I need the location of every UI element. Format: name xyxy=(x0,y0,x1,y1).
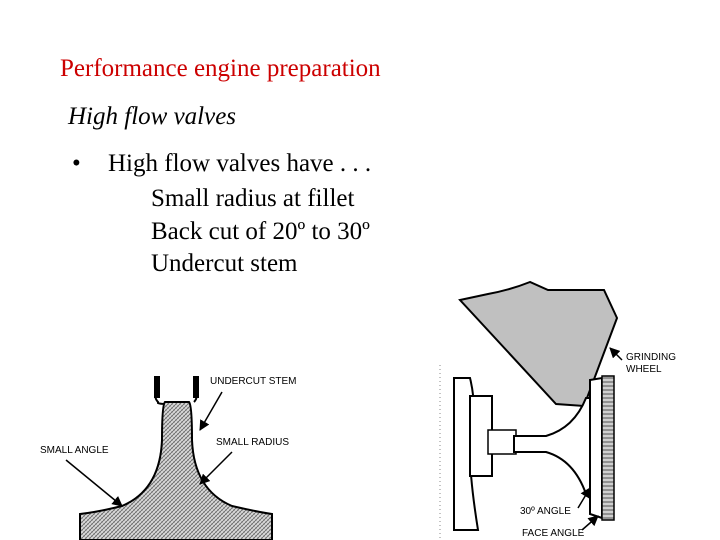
valve-stem-head xyxy=(513,397,601,495)
label-grinding: GRINDING xyxy=(626,352,676,363)
label-wheel: WHEEL xyxy=(626,364,662,375)
sub-item-back-cut: Back cut of 20º to 30º xyxy=(151,218,370,245)
bullet-marker: • xyxy=(72,150,81,177)
grinding-wheel xyxy=(458,280,619,408)
arrow-small-radius xyxy=(199,451,233,485)
arrow-face-angle xyxy=(581,515,599,531)
valve-face xyxy=(601,375,615,521)
arrow-30-angle xyxy=(577,487,591,509)
slide-title: Performance engine preparation xyxy=(60,55,381,82)
label-undercut-stem: UNDERCUT STEM xyxy=(210,376,296,387)
label-small-radius: SMALL RADIUS xyxy=(216,437,289,448)
label-small-angle: SMALL ANGLE xyxy=(40,445,109,456)
arrow-undercut-stem xyxy=(199,391,223,431)
bullet-text: High flow valves have . . . xyxy=(108,150,372,177)
sub-item-undercut: Undercut stem xyxy=(151,250,298,277)
sub-item-fillet: Small radius at fillet xyxy=(151,185,355,212)
label-face-angle: FACE ANGLE xyxy=(522,528,585,539)
left-valve-diagram: UNDERCUT STEM SMALL RADIUS SMALL ANGLE xyxy=(40,376,296,540)
valve-stem xyxy=(154,378,198,405)
slide-subtitle: High flow valves xyxy=(68,103,237,130)
arrow-small-angle xyxy=(65,459,123,507)
label-30-angle: 30º ANGLE xyxy=(520,506,571,517)
arrow-grinding-wheel xyxy=(609,347,623,361)
right-valve-diagram: GRINDING WHEEL 30º ANGLE FACE ANGLE xyxy=(453,280,676,539)
valve-head xyxy=(79,401,273,540)
